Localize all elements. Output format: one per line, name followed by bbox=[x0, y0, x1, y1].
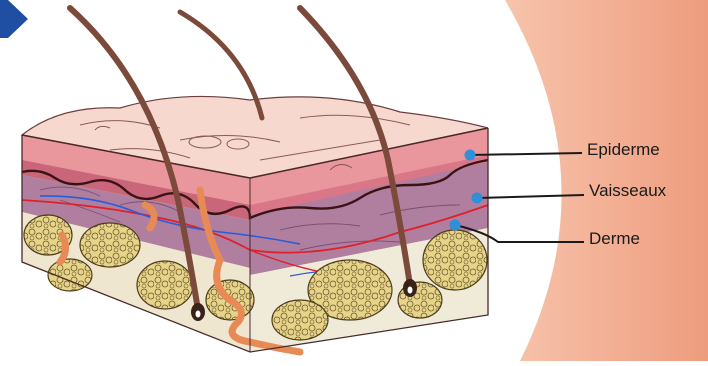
label-epiderme: Epiderme bbox=[587, 140, 660, 160]
marker-vaisseaux bbox=[472, 193, 483, 204]
marker-epiderme bbox=[465, 150, 476, 161]
label-vaisseaux: Vaisseaux bbox=[589, 181, 666, 201]
marker-derme bbox=[450, 220, 461, 231]
play-arrow-icon[interactable] bbox=[0, 0, 28, 38]
label-derme: Derme bbox=[589, 229, 640, 249]
